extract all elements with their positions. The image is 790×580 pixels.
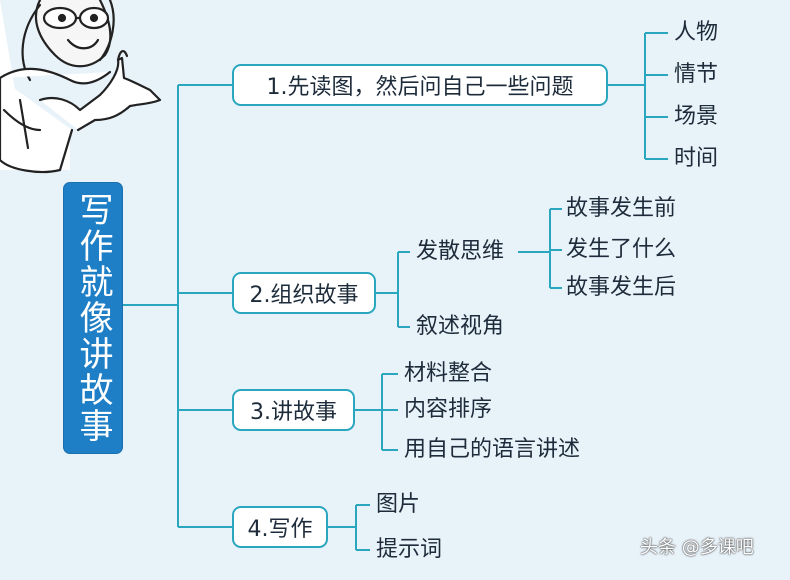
step-4-leaf-prompt-words: 提示词 [376, 537, 443, 562]
root-label: 写作就像讲故事 [73, 192, 113, 444]
step-3-label: 3.讲故事 [250, 400, 337, 425]
step-1-leaf-scene: 场景 [674, 104, 719, 129]
step-2-label: 2.组织故事 [249, 283, 359, 308]
step-1-label: 1.先读图，然后问自己一些问题 [266, 75, 574, 100]
step-3-leaf-order: 内容排序 [404, 397, 493, 422]
step-1-leaf-characters: 人物 [674, 20, 719, 45]
step-1-leaf-time: 时间 [674, 146, 719, 171]
teacher-illustration [0, 0, 162, 174]
step-2-node: 2.组织故事 [232, 272, 376, 314]
step-4-label: 4.写作 [247, 517, 313, 542]
step-2-leaf-what-happened: 发生了什么 [566, 237, 677, 262]
step-3-leaf-material: 材料整合 [404, 361, 493, 386]
connector-lines [122, 32, 668, 551]
step-2-leaf-after: 故事发生后 [566, 275, 677, 300]
step-1-node: 1.先读图，然后问自己一些问题 [232, 64, 608, 106]
step-1-leaf-plot: 情节 [674, 62, 719, 87]
step-2-branch-narrative-perspective: 叙述视角 [416, 314, 505, 339]
step-4-leaf-picture: 图片 [376, 492, 421, 517]
step-4-node: 4.写作 [232, 506, 328, 548]
step-2-leaf-before: 故事发生前 [566, 196, 677, 221]
step-3-node: 3.讲故事 [232, 389, 355, 431]
watermark-text: 头条 @多课吧 [640, 537, 754, 558]
root-node: 写作就像讲故事 [64, 183, 122, 453]
step-3-leaf-own-words: 用自己的语言讲述 [404, 437, 581, 462]
step-2-branch-divergent-thinking: 发散思维 [416, 239, 505, 264]
